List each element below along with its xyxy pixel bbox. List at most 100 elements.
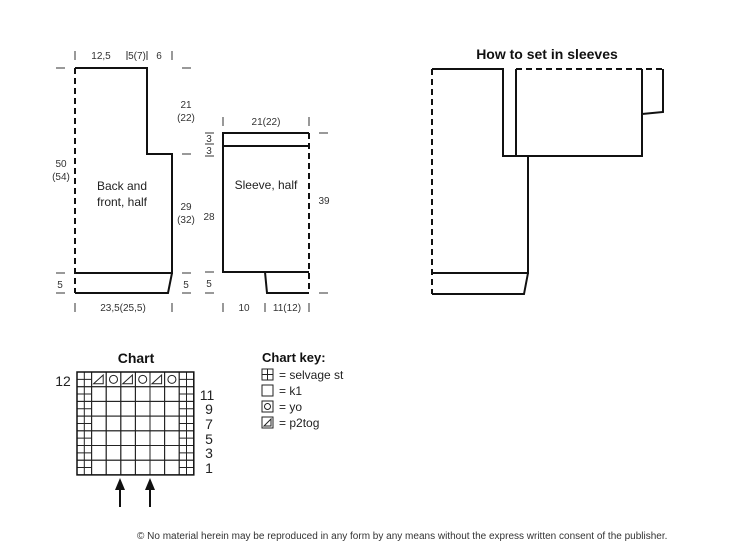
row-label: 9	[205, 401, 213, 417]
measure-label: 21	[180, 100, 192, 111]
p2tog-icon	[261, 416, 274, 429]
chart-cell-k1	[164, 459, 180, 476]
selvage-icon	[77, 416, 92, 431]
selvage-icon	[179, 430, 194, 446]
chart-cell-k1	[149, 430, 166, 446]
chart-cell-k1	[105, 445, 122, 461]
selvage-icon	[179, 372, 194, 387]
copyright-notice: © No material herein may be reproduced i…	[137, 531, 667, 542]
measure-label: 5	[57, 280, 63, 291]
chart-cell-k1	[105, 459, 122, 476]
setin-title: How to set in sleeves	[476, 46, 618, 62]
chart-cell-k1	[164, 386, 180, 402]
chart-cell-k1	[91, 445, 107, 461]
chart-cell-k1	[91, 400, 107, 417]
key-label: = selvage st	[279, 368, 344, 382]
yo-icon	[261, 400, 274, 413]
arrow-icon	[145, 478, 155, 507]
yo-icon	[109, 374, 118, 384]
selvage-icon	[77, 460, 92, 475]
chart-row-labels: 11 9 7 5 3 1	[200, 387, 215, 476]
chart-cell-k1	[164, 430, 180, 446]
chart-cell-k1	[105, 386, 122, 402]
measure-label: 3	[206, 146, 212, 157]
chart-cell-k1	[164, 415, 180, 432]
set-in-sleeves-diagram: How to set in sleeves	[431, 46, 664, 295]
chart-cell-yo	[164, 371, 180, 388]
piece-label: Back and	[97, 179, 147, 193]
chart-cell-k1	[134, 459, 151, 476]
measure-label: 50	[55, 159, 67, 170]
selvage-icon	[77, 386, 92, 402]
chart-cell-k1	[105, 430, 122, 446]
chart-cell-k1	[120, 445, 136, 461]
chart-cell-yo	[134, 371, 151, 388]
chart-cell-k1	[91, 386, 107, 402]
yo-icon	[167, 374, 177, 384]
chart-cell-k1	[134, 386, 151, 402]
chart-cell-k1	[149, 415, 166, 432]
row-label: 12	[55, 373, 71, 389]
measure-label: (22)	[177, 113, 195, 124]
chart-title: Chart	[118, 350, 155, 366]
chart-cell-k1	[149, 400, 166, 417]
selvage-icon	[77, 401, 92, 417]
chart-grid	[76, 371, 195, 476]
p2tog-icon	[92, 373, 104, 385]
measure-label: 28	[203, 212, 215, 223]
chart-cell-k1	[120, 386, 136, 402]
chart-cell-k1	[105, 400, 122, 417]
chart-cell-k1	[164, 445, 180, 461]
p2tog-icon	[150, 373, 163, 385]
row-label: 7	[205, 416, 213, 432]
chart-cell-k1	[120, 415, 136, 432]
chart-key: Chart key: = selvage st = k1 = yo = p2to…	[261, 350, 344, 430]
chart-cell-k1	[105, 415, 122, 432]
selvage-icon	[77, 445, 92, 461]
chart-cell-k1	[120, 459, 136, 476]
chart-cell-k1	[134, 415, 151, 432]
chart-cell-k1	[149, 445, 166, 461]
measure-label: 23,5(25,5)	[100, 303, 146, 314]
chart-cell-k1	[91, 415, 107, 432]
chart-cell-k1	[120, 430, 136, 446]
key-label: = k1	[279, 384, 302, 398]
row-label: 1	[205, 460, 213, 476]
chart-key-title: Chart key:	[262, 350, 326, 365]
selvage-icon	[179, 416, 194, 431]
chart-cell-k1	[134, 445, 151, 461]
measure-label: 21(22)	[252, 117, 281, 128]
key-label: = p2tog	[279, 416, 319, 430]
measure-label: (32)	[177, 215, 195, 226]
row-label: 5	[205, 431, 213, 447]
chart-cell-k1	[91, 430, 107, 446]
measure-label: 5	[183, 280, 189, 291]
measure-label: 12,5	[91, 51, 111, 62]
yo-icon	[138, 374, 148, 384]
back-front-schematic: Back and front, half 12,5 5(7) 6 50 (54)…	[52, 51, 195, 314]
measure-label: 5	[206, 279, 212, 290]
piece-label: front, half	[97, 195, 148, 209]
measure-label: 11(12)	[273, 303, 301, 314]
selvage-icon	[179, 460, 194, 475]
k1-icon	[261, 384, 274, 397]
chart-cell-k1	[91, 459, 107, 476]
row-label: 3	[205, 445, 213, 461]
selvage-icon	[179, 401, 194, 417]
chart-cell-k1	[134, 430, 151, 446]
measure-label: (54)	[52, 172, 70, 183]
measure-label: 6	[156, 51, 162, 62]
chart-cell-k1	[149, 459, 166, 476]
selvage-icon	[179, 386, 194, 402]
chart-cell-k1	[134, 400, 151, 417]
selvage-icon	[77, 430, 92, 446]
key-label: = yo	[279, 400, 302, 414]
p2tog-icon	[121, 373, 133, 385]
measure-label: 29	[180, 202, 192, 213]
chart-cell-k1	[149, 386, 166, 402]
chart-cell-yo	[105, 371, 122, 388]
arrow-icon	[115, 478, 125, 507]
measure-label: 3	[206, 134, 212, 145]
chart-cell-k1	[120, 400, 136, 417]
